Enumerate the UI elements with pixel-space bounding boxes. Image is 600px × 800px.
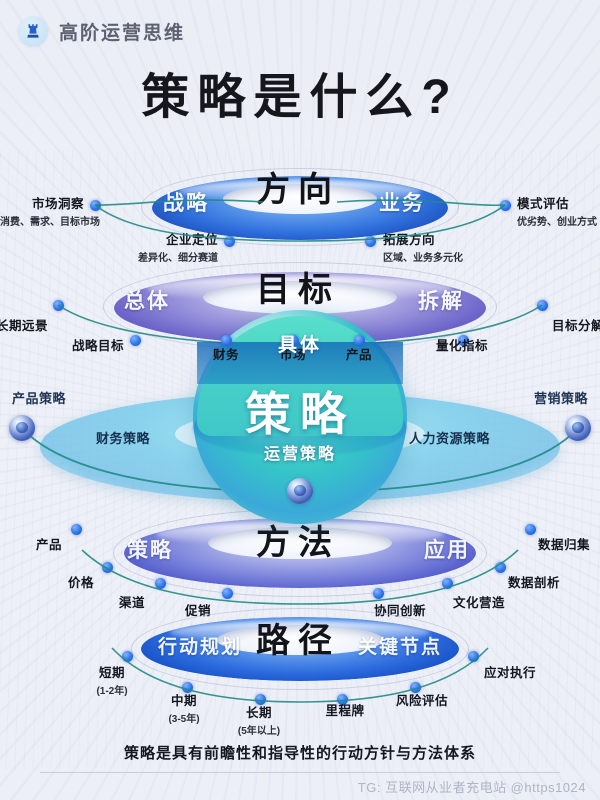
watermark: TG: 互联网从业者充电站 @https1024 xyxy=(357,780,586,795)
section-title-goal: 目标 xyxy=(256,271,340,309)
center-main-label: 策略 xyxy=(245,388,355,440)
node-dot xyxy=(500,200,511,211)
section-title-direction: 方向 xyxy=(256,171,340,209)
node-dot-large xyxy=(287,478,313,504)
node-dot xyxy=(442,578,453,589)
node-dot xyxy=(122,651,133,662)
label-path-0: 短期 (1-2年) xyxy=(96,666,128,697)
label-method-6: 数据剖析 xyxy=(508,576,561,590)
ring-word-direction-left: 战略 xyxy=(163,192,209,215)
ring-word-goal-left: 总体 xyxy=(124,290,170,313)
node-dot xyxy=(373,588,384,599)
footer-caption: 策略是具有前瞻性和指导性的行动方针与方法体系 xyxy=(123,745,476,762)
chess-rook-icon xyxy=(18,16,48,46)
label-path-5: 应对执行 xyxy=(484,666,537,680)
center-sub-label: 运营策略 xyxy=(263,446,337,463)
label-center-right-outer: 营销策略 xyxy=(533,391,588,406)
label-method-5: 文化营造 xyxy=(453,596,506,610)
node-dot xyxy=(537,300,548,311)
label-goal-3: 目标分解 xyxy=(552,319,600,333)
node-dot-large xyxy=(565,415,591,441)
label-path-2: 长期 (5年以上) xyxy=(237,706,281,737)
node-dot xyxy=(224,236,235,247)
label-center-left-inner: 财务策略 xyxy=(96,431,151,446)
label-method-7: 数据归集 xyxy=(538,538,591,552)
dome-item-0: 财务 xyxy=(212,348,239,362)
footer-divider xyxy=(40,772,560,773)
node-dot xyxy=(155,578,166,589)
node-dot xyxy=(53,300,64,311)
label-path-1: 中期 (3-5年) xyxy=(168,694,200,725)
node-dot-large xyxy=(9,415,35,441)
page-title: 策略是什么? xyxy=(141,71,459,124)
ring-word-method-left: 策略 xyxy=(127,539,173,562)
label-center-left-outer: 产品策略 xyxy=(12,391,67,406)
label-goal-0: 长期远景 xyxy=(0,319,48,333)
label-goal-2: 量化指标 xyxy=(436,339,489,353)
label-goal-1: 战略目标 xyxy=(71,339,124,353)
node-dot xyxy=(71,524,82,535)
label-path-3: 里程牌 xyxy=(325,704,365,718)
label-path-4: 风险评估 xyxy=(395,694,448,708)
label-method-2: 渠道 xyxy=(118,596,145,610)
node-dot xyxy=(525,524,536,535)
node-dot xyxy=(130,335,141,346)
label-direction-0: 市场洞察 消费、需求、目标市场 xyxy=(0,197,100,228)
dome-label: 具体 xyxy=(277,335,323,356)
label-method-0: 产品 xyxy=(35,538,62,552)
node-dot xyxy=(90,200,101,211)
label-method-1: 价格 xyxy=(67,576,94,590)
ring-word-direction-right: 业务 xyxy=(379,192,425,215)
node-dot xyxy=(468,651,479,662)
ring-word-goal-right: 拆解 xyxy=(418,290,464,313)
label-center-right-inner: 人力资源策略 xyxy=(409,431,491,446)
ring-word-path-right: 关键节点 xyxy=(358,637,443,658)
brand-title: 高阶运营思维 xyxy=(59,22,186,44)
node-dot xyxy=(222,588,233,599)
node-dot xyxy=(495,562,506,573)
label-direction-2: 拓展方向 区域、业务多元化 xyxy=(383,233,463,264)
node-dot xyxy=(365,236,376,247)
label-direction-3: 模式评估 优劣势、创业方式 xyxy=(517,197,597,228)
dome-item-2: 产品 xyxy=(345,348,372,362)
ring-word-path-left: 行动规划 xyxy=(158,637,243,658)
node-dot xyxy=(102,562,113,573)
section-title-path: 路径 xyxy=(256,622,340,660)
header-bar: 高阶运营思维 xyxy=(0,0,600,62)
ring-word-method-right: 应用 xyxy=(424,539,470,562)
footer-caption-wrap: 策略是具有前瞻性和指导性的行动方针与方法体系 xyxy=(0,742,600,763)
dome-item-1: 市场 xyxy=(279,348,306,362)
label-direction-1: 企业定位 差异化、细分赛道 xyxy=(138,233,218,264)
